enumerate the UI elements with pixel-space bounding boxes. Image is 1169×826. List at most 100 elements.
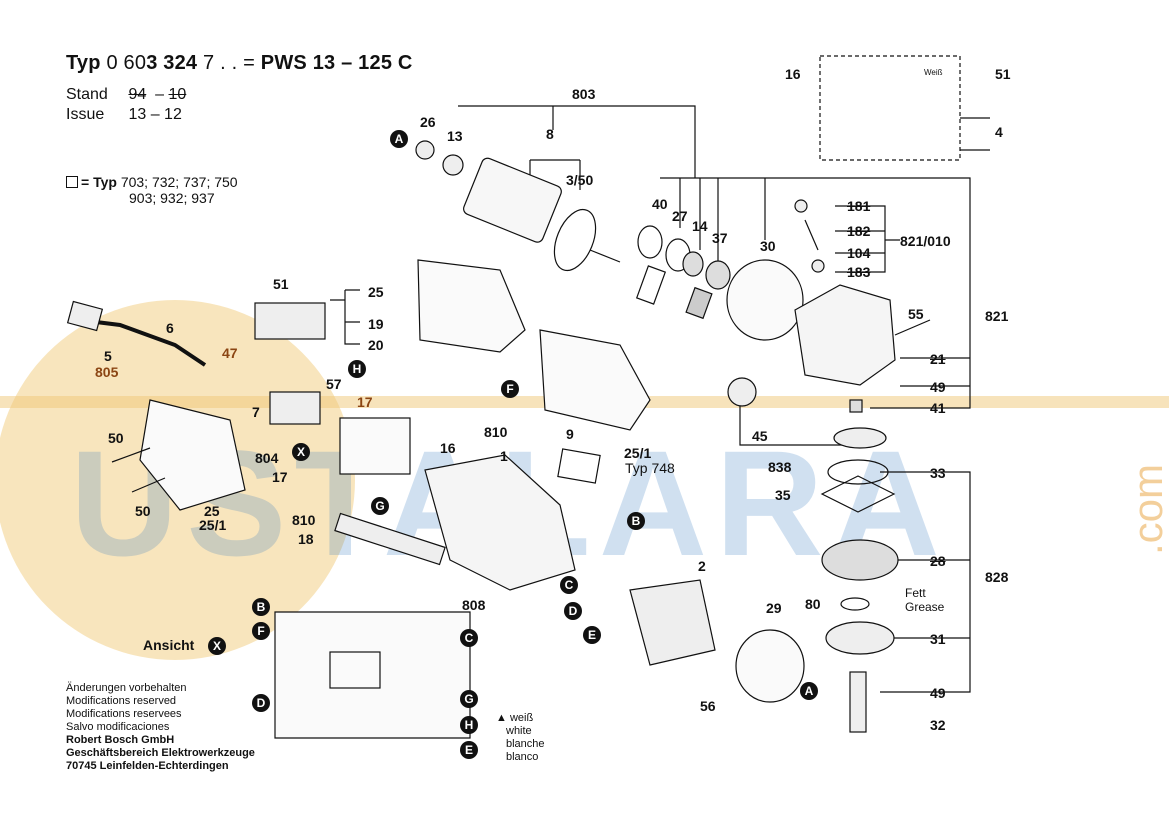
label-56: 56 [700,698,716,714]
bracket-8 [529,106,581,190]
company-name: Robert Bosch GmbH [66,734,175,746]
filter [685,286,713,320]
label-25-b: 25 [204,503,220,519]
label-7: 7 [252,404,260,420]
stand-old: 94 [128,86,147,103]
company-division: Geschäftsbereich Elektrowerkzeuge [66,747,255,759]
part-18-slider [334,512,446,566]
bracket-803 [458,105,696,178]
part-35-plate [820,475,896,513]
part-28-flange [821,539,899,581]
square-symbol [66,176,78,188]
label-13: 13 [447,128,463,144]
callout-h: H [348,360,366,378]
label-182: 182 [847,223,871,239]
company-address: 70745 Leinfelden-Echterdingen [66,760,229,772]
label-50-a: 50 [108,430,124,446]
note-fr: Modifications reservees [66,708,182,720]
label-21: 21 [930,351,946,367]
label-16: 16 [785,66,801,82]
part-2-field [629,579,716,666]
callout-x: X [292,443,310,461]
issue-value: 13 – 12 [128,106,182,123]
stand-label: Stand [66,86,108,103]
ansicht-label: Ansicht [143,637,195,653]
label-37: 37 [712,230,728,246]
ansicht-x-callout: X [208,637,226,655]
stand-new: 10 [168,86,187,103]
ansicht-f-callout: F [252,622,270,640]
label-51: 51 [273,276,289,292]
label-41: 41 [930,400,946,416]
label-4: 4 [995,124,1003,140]
note-en: Modifications reserved [66,695,177,707]
ansicht-c-callout: C [460,629,478,647]
label-80: 80 [805,596,821,612]
white-note-en: white [506,725,532,737]
label-28: 28 [930,553,946,569]
callout-c: C [560,576,578,594]
label-17-b: 17 [272,469,288,485]
typ-number-a: 0 60 [106,52,147,74]
sleeve [635,265,667,305]
callout-a-bottom: A [800,682,818,700]
part-50-screws [111,447,166,493]
label-5: 5 [104,348,112,364]
label-8: 8 [546,126,554,142]
label-808: 808 [462,597,486,613]
label-51-top: 51 [995,66,1011,82]
white-note: ▲ weiß white blanche blanco [496,712,545,764]
label-821-010: 821/010 [900,233,951,249]
callout-b: B [627,512,645,530]
label-1: 1 [500,448,508,464]
callout-a-top: A [390,130,408,148]
typ-note: = Typ 703; 732; 737; 750 903; 932; 937 [66,174,238,206]
label-33: 33 [930,465,946,481]
part-31-cover [825,621,895,655]
label-14: 14 [692,218,708,234]
label-183: 183 [847,264,871,280]
triangle-icon: ▲ [496,712,507,724]
label-810-b: 810 [292,512,316,528]
part-30-guard [726,259,804,341]
part-182-pin [804,219,819,251]
label-181: 181 [847,198,871,214]
callout-e: E [583,626,601,644]
label-25: 25 [368,284,384,300]
part-183-cap [811,259,825,273]
issue-label: Issue [66,106,105,123]
ansicht-g-callout: G [460,690,478,708]
label-50-b: 50 [135,503,151,519]
label-20: 20 [368,337,384,353]
part-9-label [557,448,601,484]
typ-number-c: 7 . . = [203,52,256,74]
armature [463,157,621,272]
label-828: 828 [985,569,1009,585]
label-838: 838 [768,459,792,475]
part-37-bearing [705,260,731,290]
part-40-circlip [637,225,663,259]
label-16-b: 16 [440,440,456,456]
label-27: 27 [672,208,688,224]
footer-notes: Änderungen vorbehalten Modifications res… [66,682,255,773]
stand-separator: – [150,86,169,103]
typ-note-line2: 903; 932; 937 [129,190,215,206]
typ-number-b: 3 324 [146,52,198,74]
bracket-821-010 [835,205,900,273]
callout-f: F [501,380,519,398]
label-35: 35 [775,487,791,503]
stand-row: Stand 94 – 10 [66,86,186,104]
label-810-a: 810 [484,424,508,440]
label-18: 18 [298,531,314,547]
label-29: 29 [766,600,782,616]
fett-note: Fett Grease [905,586,944,614]
grease-label: Grease [905,600,945,614]
callout-g: G [371,497,389,515]
part-45-pinion [727,377,757,407]
schematic-leads [960,117,990,151]
callout-d: D [564,602,582,620]
label-104: 104 [847,245,871,261]
part-25-housing-upper [417,259,526,353]
label-25-1-b: 25/1 [199,517,227,533]
